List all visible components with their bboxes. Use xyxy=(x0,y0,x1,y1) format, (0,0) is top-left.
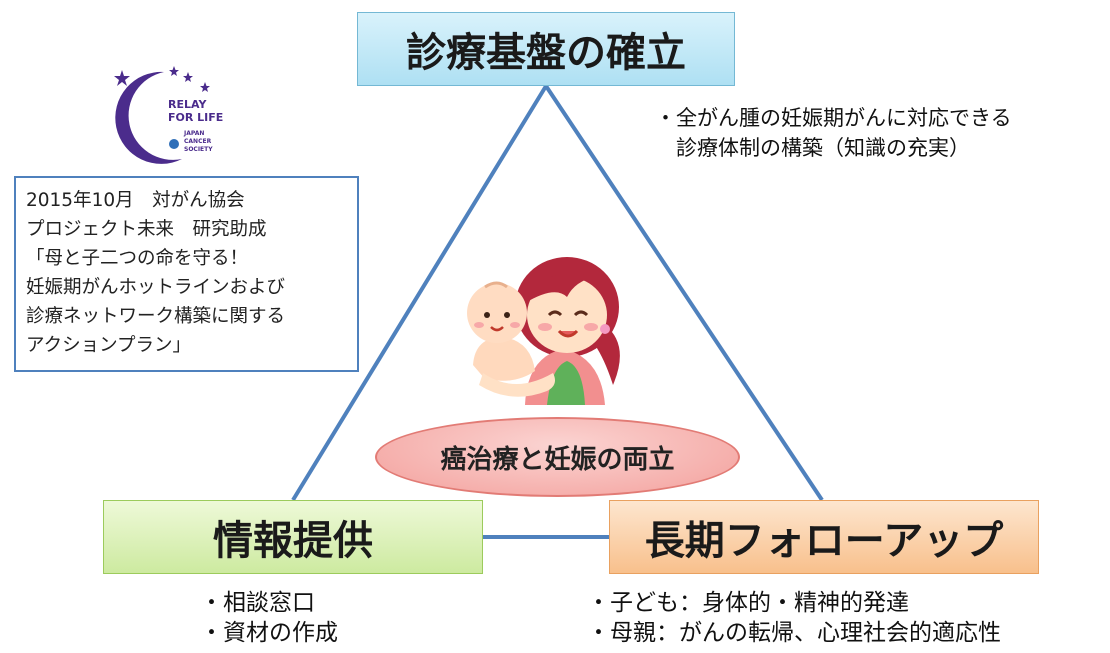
right-box: 長期フォローアップ xyxy=(609,500,1039,574)
logo-text-cancer: CANCER xyxy=(184,138,212,145)
left-note-line: ・相談窓口 xyxy=(200,590,315,616)
left-box: 情報提供 xyxy=(103,500,483,574)
left-box-label: 情報提供 xyxy=(213,518,373,564)
left-note-line: ・資材の作成 xyxy=(200,620,338,646)
top-box-label: 診療基盤の確立 xyxy=(406,30,686,76)
top-box: 診療基盤の確立 xyxy=(357,12,735,86)
grant-info-box: 2015年10月 対がん協会 プロジェクト未来 研究助成 「母と子二つの命を守る… xyxy=(14,176,359,372)
logo-text-relay: RELAY xyxy=(168,98,207,111)
star-icon xyxy=(183,72,193,82)
flower-icon xyxy=(169,139,179,149)
left-note: ・相談窓口 ・資材の作成 xyxy=(200,588,338,648)
star-icon xyxy=(169,66,179,76)
center-ellipse: 癌治療と妊娠の両立 xyxy=(375,417,740,497)
info-line: プロジェクト未来 研究助成 xyxy=(26,219,267,240)
right-box-label: 長期フォローアップ xyxy=(644,518,1004,564)
line-top-right xyxy=(544,84,824,502)
star-icon xyxy=(114,70,130,86)
right-note-line: ・母親：がんの転帰、心理社会的適応性 xyxy=(587,620,1001,646)
top-note: ・全がん腫の妊娠期がんに対応できる 診療体制の構築（知識の充実） xyxy=(655,103,1012,163)
info-line: アクションプラン」 xyxy=(26,335,192,356)
logo-text-japan: JAPAN xyxy=(183,130,204,137)
top-note-line: ・全がん腫の妊娠期がんに対応できる xyxy=(655,106,1012,130)
mother-and-baby-icon xyxy=(467,257,620,405)
crescent-moon-icon xyxy=(115,71,182,164)
line-top-left xyxy=(291,84,548,502)
info-line: 「母と子二つの命を守る！ xyxy=(26,248,249,269)
info-line: 妊娠期がんホットラインおよび xyxy=(26,277,286,298)
top-note-line: 診療体制の構築（知識の充実） xyxy=(655,136,970,160)
right-note-line: ・子ども：身体的・精神的発達 xyxy=(587,590,909,616)
star-icon xyxy=(200,82,210,92)
info-line: 診療ネットワーク構築に関する xyxy=(26,306,286,327)
relay-for-life-logo: RELAY FOR LIFE JAPAN CANCER SOCIETY xyxy=(114,66,223,164)
center-label: 癌治療と妊娠の両立 xyxy=(440,444,675,475)
right-note: ・子ども：身体的・精神的発達 ・母親：がんの転帰、心理社会的適応性 xyxy=(587,588,1001,648)
logo-text-forlife: FOR LIFE xyxy=(168,111,223,124)
info-line: 2015年10月 対がん協会 xyxy=(26,190,245,211)
logo-text-society: SOCIETY xyxy=(184,146,213,153)
